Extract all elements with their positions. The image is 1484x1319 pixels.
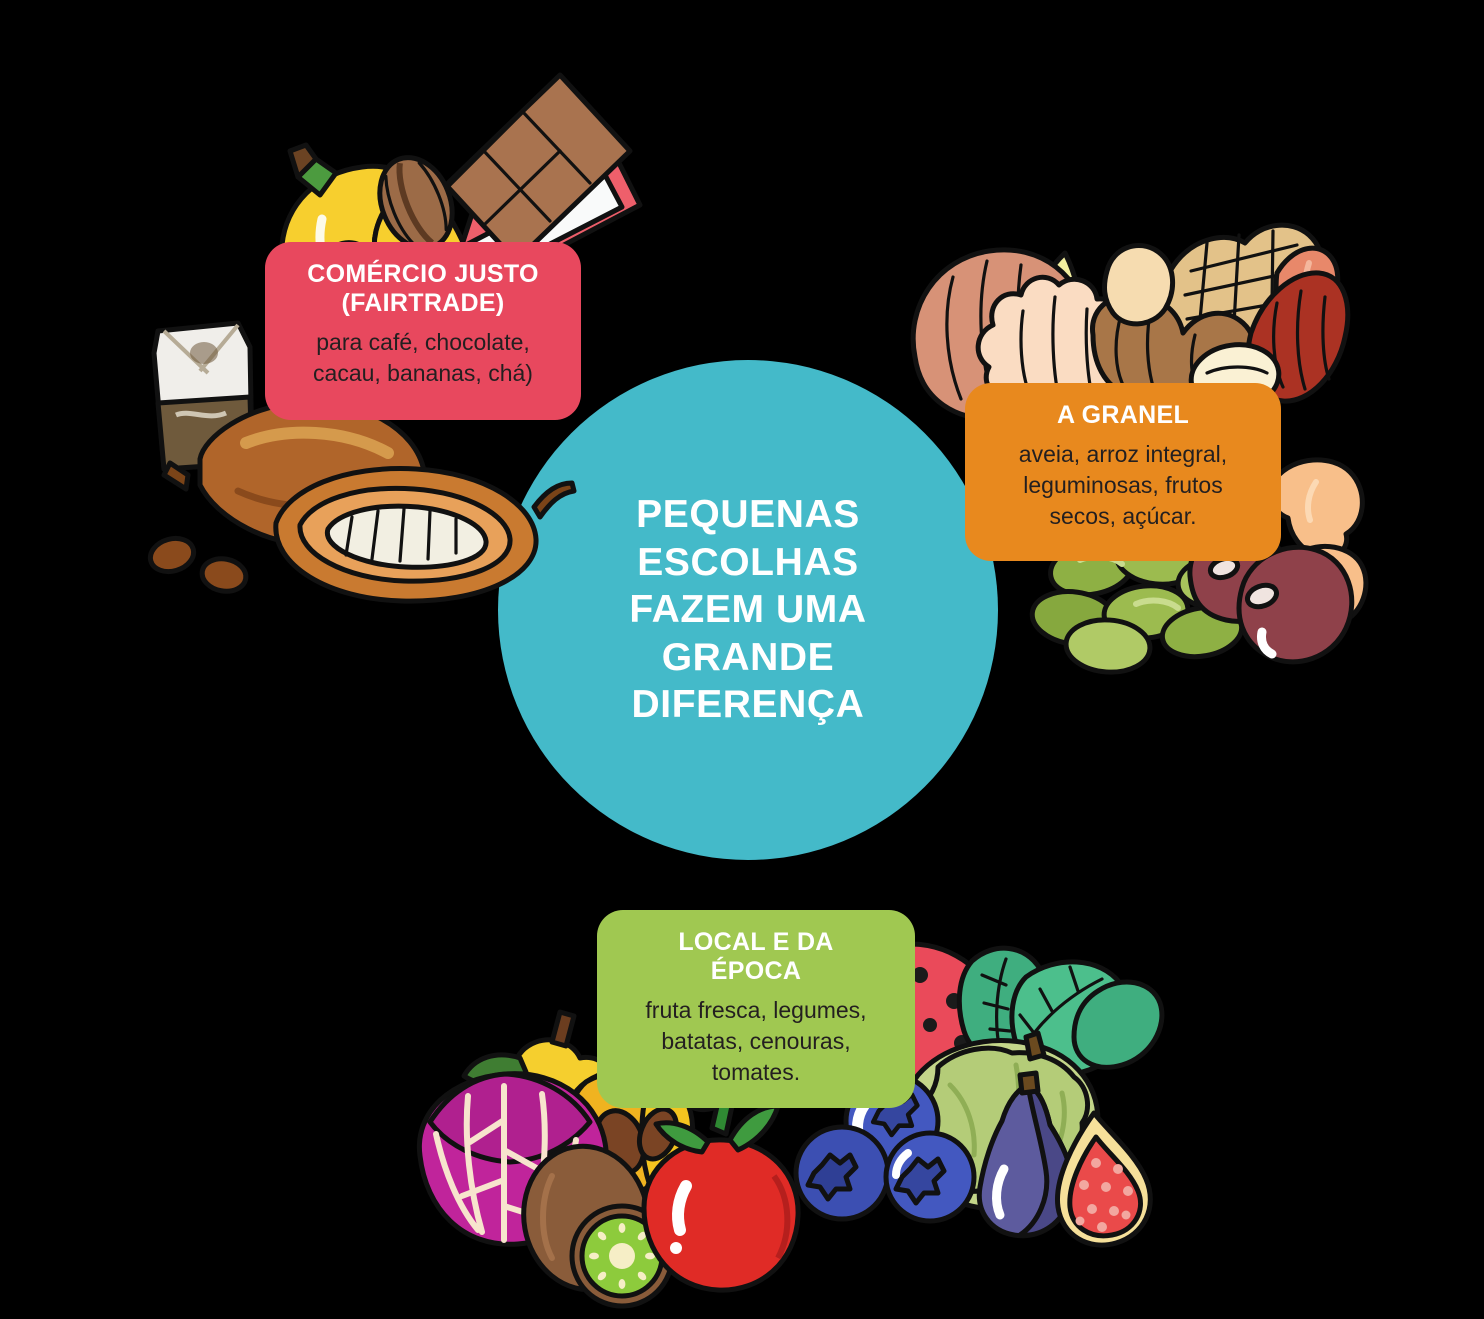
center-circle: PEQUENAS ESCOLHAS FAZEM UMA GRANDE DIFER… bbox=[498, 360, 998, 860]
bulk-nuts-illustration bbox=[895, 185, 1351, 445]
card-fairtrade-body: para café, chocolate, cacau, bananas, ch… bbox=[313, 329, 533, 386]
card-bulk[interactable]: A GRANEL aveia, arroz integral, legumino… bbox=[965, 383, 1281, 561]
card-bulk-body: aveia, arroz integral, leguminosas, frut… bbox=[1018, 441, 1228, 529]
tomato-icon bbox=[641, 1099, 801, 1293]
fig-icon bbox=[976, 1070, 1153, 1248]
card-local-body: fruta fresca, legumes, batatas, cenouras… bbox=[645, 997, 867, 1085]
local-produce-left-illustration bbox=[400, 1000, 820, 1309]
center-headline: PEQUENAS ESCOLHAS FAZEM UMA GRANDE DIFER… bbox=[629, 493, 867, 727]
card-fairtrade[interactable]: COMÉRCIO JUSTO (FAIRTRADE) para café, ch… bbox=[265, 242, 581, 420]
card-fairtrade-title: COMÉRCIO JUSTO (FAIRTRADE) bbox=[307, 260, 539, 317]
card-local[interactable]: LOCAL E DA ÉPOCA fruta fresca, legumes, … bbox=[597, 910, 915, 1108]
local-produce-right-illustration bbox=[793, 925, 1190, 1248]
card-local-title: LOCAL E DA ÉPOCA bbox=[678, 928, 834, 985]
cacao-pods-icon bbox=[147, 399, 577, 604]
nut-kernel-tip-icon bbox=[1102, 243, 1176, 327]
card-bulk-title: A GRANEL bbox=[1056, 401, 1190, 429]
